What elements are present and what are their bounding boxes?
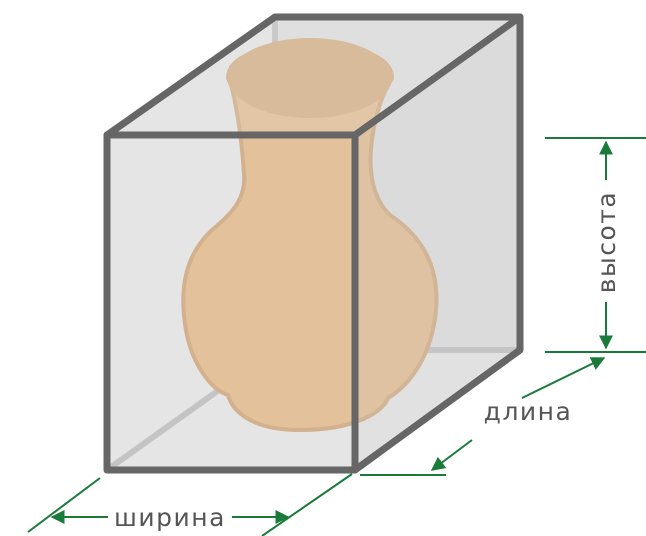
vase-icon	[181, 38, 439, 432]
width-dimension: ширина	[27, 473, 353, 536]
box-panels	[107, 17, 520, 470]
length-label: длина	[484, 397, 573, 426]
box-outline	[103, 13, 524, 474]
height-dimension: высота	[545, 137, 646, 353]
width-label: ширина	[114, 503, 226, 532]
height-label: высота	[592, 191, 621, 293]
length-dimension: длина	[360, 357, 606, 476]
